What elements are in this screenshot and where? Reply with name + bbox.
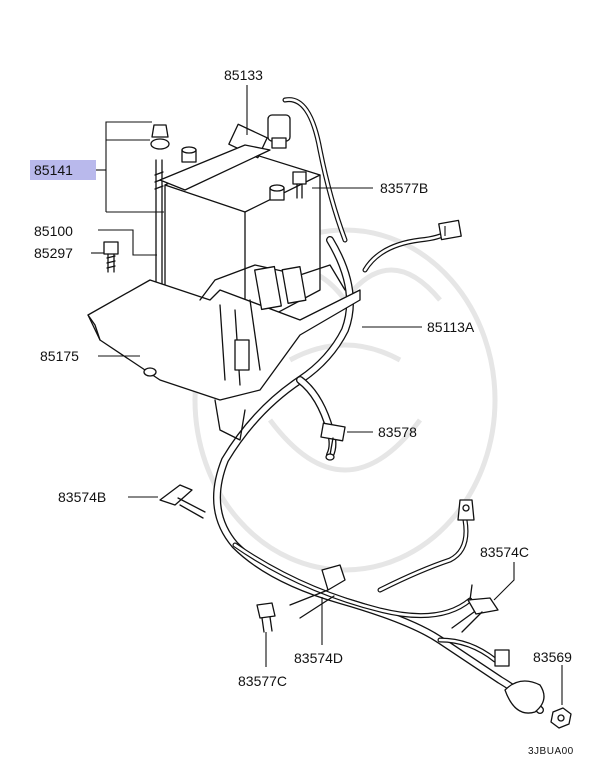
label-85297[interactable]: 85297 (34, 245, 73, 261)
selected-part-highlight (30, 160, 96, 180)
battery (164, 123, 321, 331)
harness-connector (438, 219, 462, 241)
label-83574b[interactable]: 83574B (58, 489, 106, 505)
cable-clamp (320, 422, 346, 461)
label-85133[interactable]: 85133 (224, 67, 263, 83)
clip-83574d (289, 564, 346, 619)
diagram-code: 3JBUA00 (528, 746, 574, 757)
nut-83569 (550, 707, 572, 729)
label-85141[interactable]: 85141 (34, 162, 73, 178)
hold-down-bolt (150, 124, 271, 301)
battery-tray (87, 264, 361, 441)
label-85100[interactable]: 85100 (34, 223, 73, 239)
label-85175[interactable]: 85175 (40, 348, 79, 364)
bolt-83577b (292, 171, 307, 199)
label-85113a[interactable]: 85113A (427, 319, 475, 335)
label-83577b[interactable]: 83577B (380, 180, 428, 196)
ring-terminal (457, 499, 475, 521)
label-83578[interactable]: 83578 (378, 424, 417, 440)
label-83574c[interactable]: 83574C (480, 544, 529, 560)
clip-83574c (451, 584, 499, 633)
clip-83574b (159, 484, 206, 519)
label-83577c[interactable]: 83577C (238, 673, 287, 689)
end-connector (494, 649, 545, 714)
bracket-bolt (103, 241, 119, 273)
top-connector (267, 114, 291, 149)
label-83574d[interactable]: 83574D (294, 650, 343, 666)
bolt-83577c (256, 602, 276, 633)
label-83569[interactable]: 83569 (533, 649, 572, 665)
